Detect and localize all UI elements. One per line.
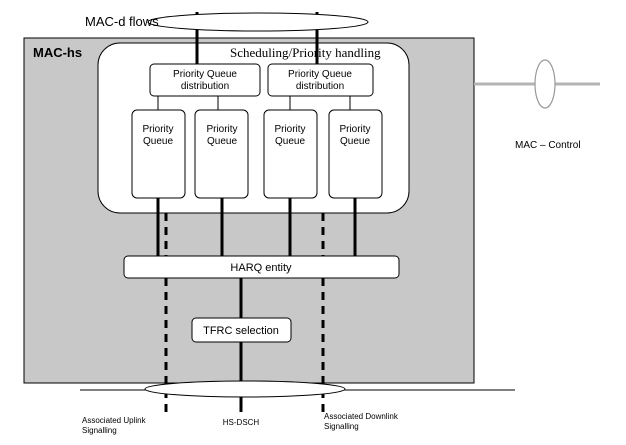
mac-control-label: MAC – Control xyxy=(515,140,581,151)
harq-entity-box xyxy=(123,255,400,279)
uplink-signalling-label-line2: Signalling xyxy=(82,426,117,435)
pq-distribution-box-right xyxy=(267,63,374,97)
mac-d-flows-ellipse xyxy=(147,12,369,32)
pq-distribution-right-line2: distribution xyxy=(296,81,344,92)
priority-queue-2-line1: Priority xyxy=(206,124,237,135)
downlink-signalling-label-line2: Signalling xyxy=(324,422,359,431)
mac-control-ellipse xyxy=(534,59,556,109)
pq-distribution-left-line2: distribution xyxy=(181,81,229,92)
priority-queue-4-line2: Queue xyxy=(340,136,370,147)
priority-queue-3-line1: Priority xyxy=(274,124,305,135)
pq-distribution-left-line1: Priority Queue xyxy=(173,69,237,80)
priority-queue-4-line1: Priority xyxy=(339,124,370,135)
pq-distribution-box-left xyxy=(149,63,261,97)
priority-queue-1-line1: Priority xyxy=(142,124,173,135)
harq-entity-label: HARQ entity xyxy=(230,262,292,274)
mac-d-flows-label: MAC-d flows xyxy=(85,14,159,29)
priority-queue-2-line2: Queue xyxy=(207,136,237,147)
hsdsch-label: HS-DSCH xyxy=(223,418,260,427)
transport-channels-ellipse xyxy=(144,380,346,398)
tfrc-selection-label: TFRC selection xyxy=(203,325,279,337)
uplink-signalling-label-line1: Associated Uplink xyxy=(82,416,147,425)
mac-hs-label: MAC-hs xyxy=(33,45,82,60)
scheduling-label: Scheduling/Priority handling xyxy=(230,45,381,60)
priority-queue-3-line2: Queue xyxy=(275,136,305,147)
pq-distribution-right-line1: Priority Queue xyxy=(288,69,352,80)
priority-queue-1-line2: Queue xyxy=(143,136,173,147)
downlink-signalling-label-line1: Associated Downlink xyxy=(324,412,399,421)
